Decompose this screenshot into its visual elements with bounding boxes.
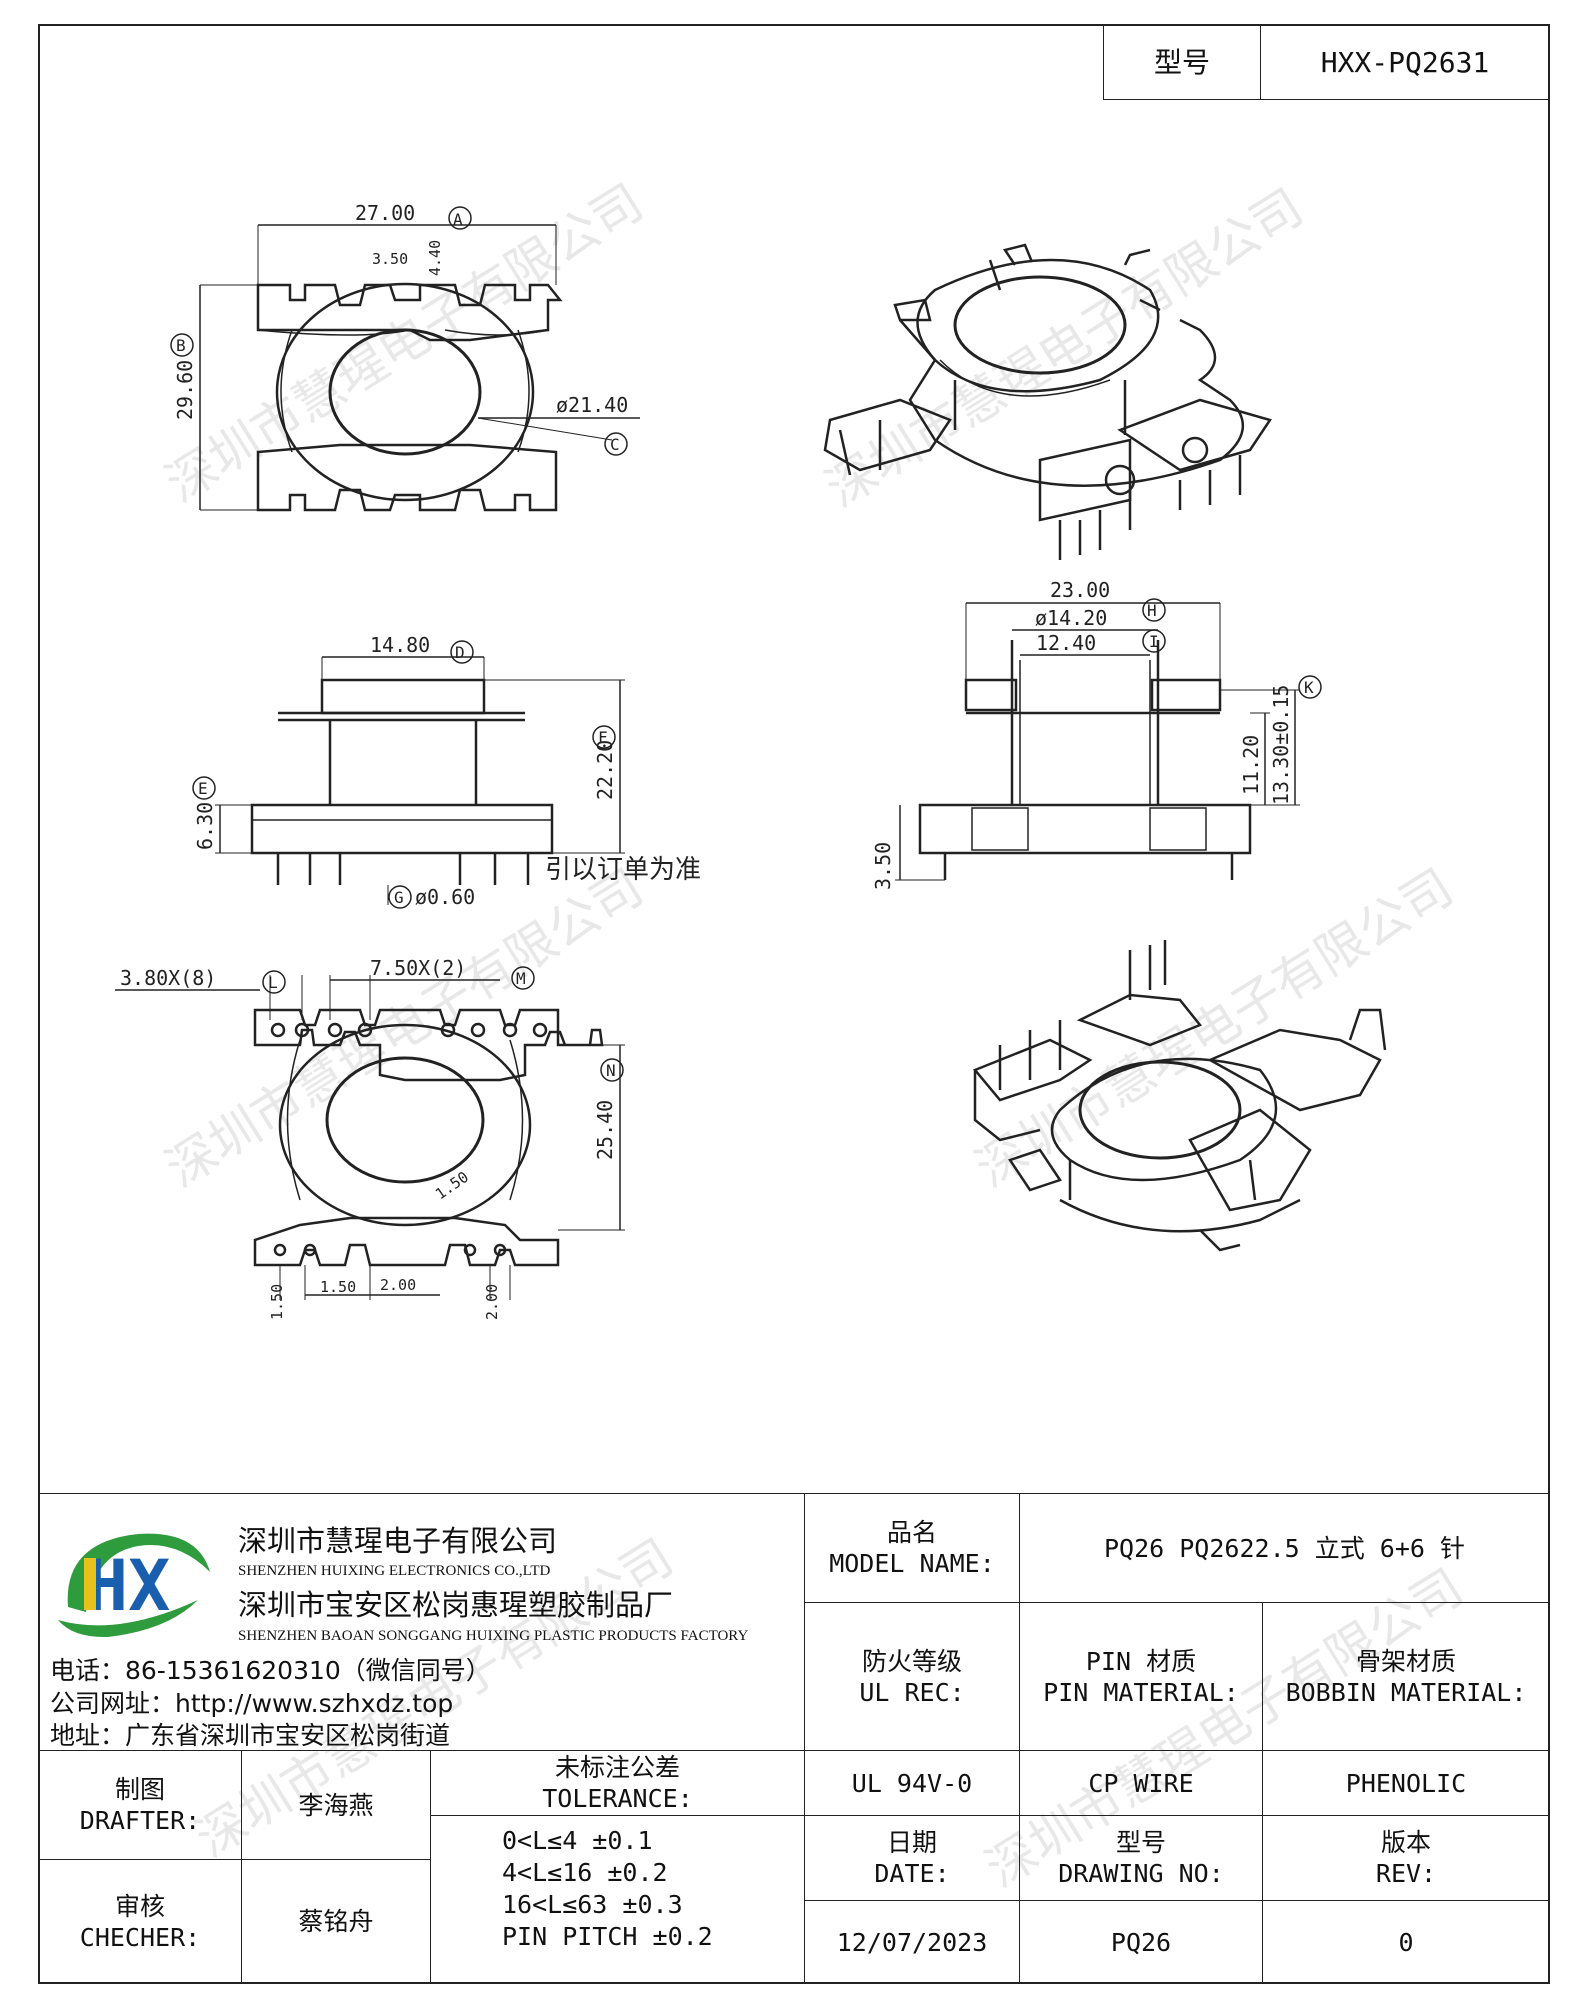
dim-front-pin-tag: G	[394, 888, 404, 907]
company-phone: 电话：86-15361620310（微信同号）	[50, 1656, 491, 1685]
dim-front-pin: ø0.60	[415, 885, 475, 909]
logo-yellow-bar-icon	[84, 1558, 96, 1610]
pin-material-label: PIN 材质 PIN MATERIAL:	[1020, 1602, 1263, 1751]
dim-top-height-tag: B	[176, 336, 186, 355]
company-address: 地址：广东省深圳市宝安区松岗街道	[50, 1721, 451, 1750]
company-name-cn: 深圳市慧瑆电子有限公司	[238, 1524, 558, 1558]
logo-swoosh-bottom-icon	[58, 1600, 198, 1638]
tolerance-label: 未标注公差 TOLERANCE:	[431, 1750, 805, 1816]
header-model-label: 型号	[1103, 24, 1261, 100]
dim-side-inner: 12.40	[1036, 631, 1096, 655]
dim-top-slot-h: 4.40	[426, 240, 444, 276]
dim-front-total: 22.20	[593, 740, 617, 800]
factory-name-en: SHENZHEN BAOAN SONGGANG HUIXING PLASTIC …	[238, 1628, 749, 1644]
dim-bottom-pitch-tag: L	[268, 973, 278, 992]
date-label: 日期 DATE:	[804, 1815, 1020, 1901]
logo-letters: HX	[86, 1545, 170, 1627]
dim-side-outer-tag: H	[1147, 601, 1157, 620]
side-view-labels: 23.00 ø14.20 H 12.40 I 11.20 13.30±0.15 …	[871, 578, 1314, 890]
company-website: 公司网址：http://www.szhxdz.top	[50, 1689, 454, 1718]
iso-view-bottom	[972, 940, 1387, 1252]
tolerance-row: PIN PITCH ±0.2	[502, 1922, 713, 1951]
dim-top-hole: ø21.40	[556, 393, 628, 417]
dim-front-base: 6.30	[193, 802, 217, 850]
dim-front-total-tag: F	[598, 728, 608, 747]
dim-side-h1: 11.20	[1239, 735, 1263, 795]
tolerance-row: 16<L≤63 ±0.3	[502, 1890, 683, 1919]
dim-top-width: 27.00	[355, 201, 415, 225]
iso-view-top	[823, 243, 1272, 560]
company-block	[38, 1493, 804, 1751]
dim-front-width-tag: D	[455, 643, 465, 662]
dim-bottom-d3: 2.00	[380, 1276, 416, 1294]
dim-bottom-d1: 1.50	[432, 1168, 472, 1203]
dim-side-width: 23.00	[1050, 578, 1110, 602]
ul-rec-value: UL 94V-0	[804, 1750, 1020, 1816]
date-value: 12/07/2023	[804, 1900, 1020, 1984]
drawing-no-value: PQ26	[1020, 1900, 1263, 1984]
dim-bottom-height-tag: N	[606, 1061, 616, 1080]
company-name-en: SHENZHEN HUIXING ELECTRONICS CO.,LTD	[238, 1563, 551, 1579]
dim-front-width: 14.80	[370, 633, 430, 657]
bobbin-material-label: 骨架材质 BOBBIN MATERIAL:	[1263, 1602, 1550, 1751]
dim-front-base-tag: E	[198, 779, 208, 798]
model-name-value: PQ26 PQ2622.5 立式 6+6 针	[1020, 1493, 1550, 1603]
tolerance-row: 4<L≤16 ±0.2	[502, 1858, 668, 1887]
dim-bottom-pitch: 3.80X(8)	[120, 966, 216, 990]
drafter-label: 制图 DRAFTER:	[38, 1750, 242, 1860]
dim-bottom-gap: 7.50X(2)	[370, 956, 466, 980]
side-view	[895, 598, 1322, 881]
dim-side-inner-tag: I	[1149, 632, 1159, 651]
dim-bottom-d4: 1.50	[268, 1284, 286, 1320]
drafter-value: 李海燕	[242, 1750, 431, 1860]
dim-side-h2: 13.30±0.15	[1269, 685, 1293, 805]
dim-top-hole-tag: C	[610, 435, 620, 454]
dim-side-h2-tag: K	[1304, 678, 1314, 697]
dim-bottom-gap-tag: M	[516, 969, 526, 988]
rev-label: 版本 REV:	[1263, 1815, 1550, 1901]
dim-bottom-d5: 2.00	[483, 1284, 501, 1320]
dim-top-height: 29.60	[173, 360, 197, 420]
dim-bottom-height: 25.40	[593, 1100, 617, 1160]
logo-swoosh-icon	[67, 1533, 210, 1612]
model-name-label: 品名 MODEL NAME:	[804, 1493, 1020, 1603]
dim-side-outer: ø14.20	[1035, 606, 1107, 630]
tolerance-row: 0<L≤4 ±0.1	[502, 1826, 653, 1855]
rev-value: 0	[1263, 1900, 1550, 1984]
header-model-value: HXX-PQ2631	[1261, 24, 1550, 100]
front-view-note: 引以订单为准	[545, 855, 701, 885]
checker-value: 蔡铭舟	[242, 1859, 431, 1984]
bobbin-material-value: PHENOLIC	[1263, 1750, 1550, 1816]
ul-rec-label: 防火等级 UL REC:	[804, 1602, 1020, 1751]
company-logo: HX	[58, 1533, 210, 1638]
drawing-no-label: 型号 DRAWING NO:	[1020, 1815, 1263, 1901]
dim-bottom-d2: 1.50	[320, 1278, 356, 1296]
dim-side-pin: 3.50	[871, 842, 895, 890]
top-view	[170, 206, 640, 512]
pin-material-value: CP WIRE	[1020, 1750, 1263, 1816]
dim-top-width-tag: A	[453, 210, 463, 229]
front-view	[192, 640, 625, 909]
technical-drawing: 27.00 A 3.50 4.40 29.60 B ø21.40 C	[115, 201, 1387, 1320]
dim-top-slot-w: 3.50	[372, 250, 408, 268]
factory-name-cn: 深圳市宝安区松岗惠瑆塑胶制品厂	[238, 1588, 674, 1622]
front-view-labels: 14.80 D 22.20 F 6.30 E G ø0.60 引以订单为准	[193, 633, 701, 909]
checker-label: 审核 CHECHER:	[38, 1859, 242, 1984]
bottom-view	[115, 966, 625, 1300]
tolerance-values	[431, 1815, 805, 1984]
top-view-labels: 27.00 A 3.50 4.40 29.60 B ø21.40 C	[173, 201, 628, 454]
